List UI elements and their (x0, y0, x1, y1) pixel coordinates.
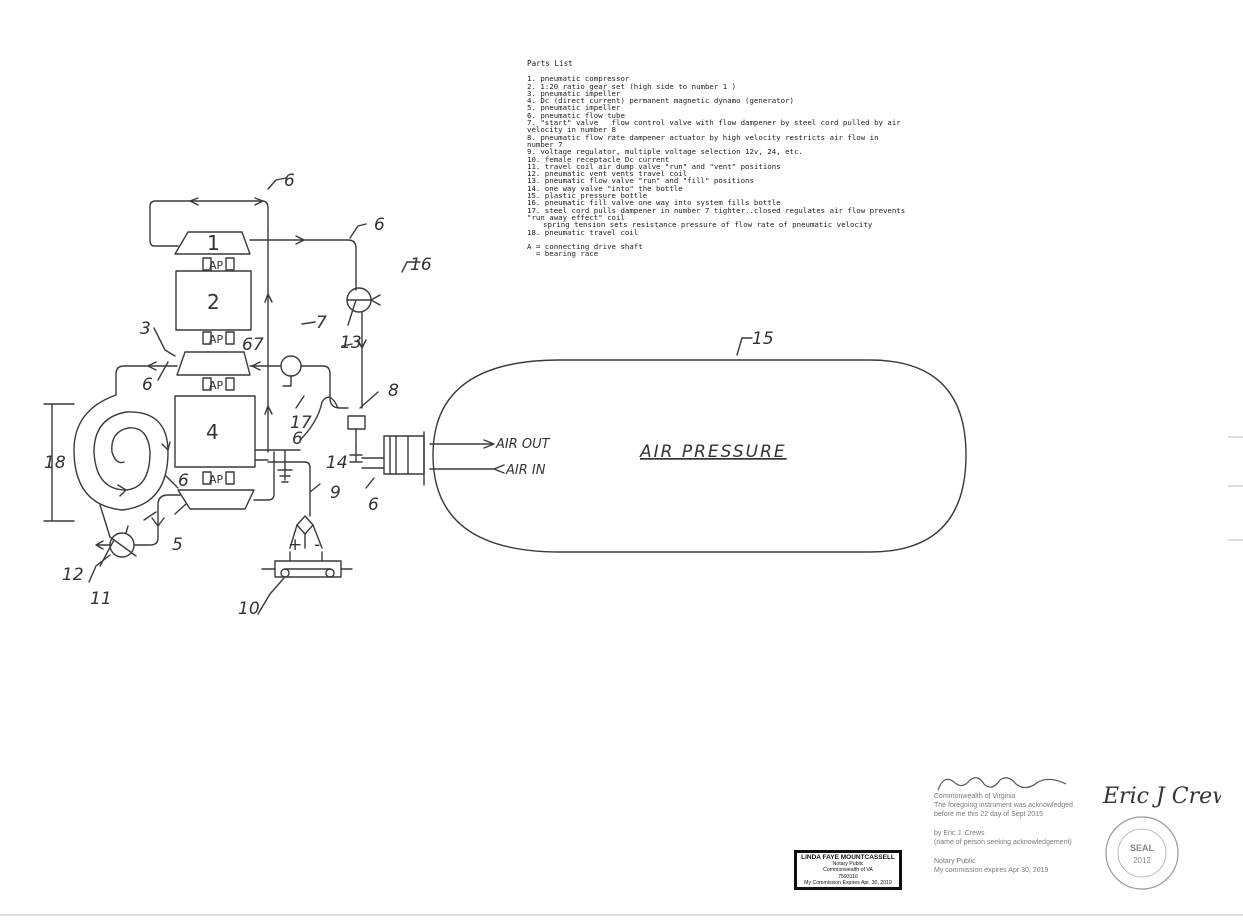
start-valve-7 (280, 355, 302, 377)
parts-list: Parts List 1. pneumatic compressor 2. 1:… (527, 59, 910, 259)
flow-tube-top (149, 200, 269, 247)
parts-item: 2. 1:20 ratio gear set (high side to num… (527, 81, 737, 91)
parts-item-sub: spring tension sets resistance pressure … (543, 220, 873, 230)
parts-item: 8. pneumatic flow rate dampener actuator… (527, 132, 883, 149)
parts-item: 3. pneumatic impeller (527, 88, 621, 98)
shaft-label-3: AP (209, 379, 224, 392)
parts-item: 14. one way valve "into" the bottle (527, 183, 683, 193)
callout-6-bottom: 6 (178, 471, 189, 491)
pressure-bottle-15 (432, 359, 967, 553)
callout-6-left: 6 (142, 375, 153, 395)
stamp-line: Commonwealth of VA (823, 867, 873, 874)
callout-7: 7 (316, 313, 327, 333)
parts-item: 1. pneumatic compressor (527, 74, 630, 84)
svg-text:Eric J Crews: Eric J Crews (1102, 784, 1221, 809)
parts-item: 9. voltage regulator, multiple voltage s… (527, 147, 803, 157)
travel-coil-18 (73, 394, 169, 511)
callout-6-low: 6 (368, 495, 379, 515)
stamp-line: 7593116 (838, 873, 858, 880)
callout-10: 10 (238, 599, 260, 619)
stamp-name: LINDA FAYE MOUNTCASSELL (801, 854, 895, 861)
terminal-minus: - (314, 535, 320, 555)
notary-line: Notary Public (934, 858, 976, 865)
gear-set-2 (175, 270, 252, 331)
parts-list-title: Parts List (527, 59, 573, 68)
shaft-label-4: AP (209, 473, 224, 486)
dampener-8 (347, 415, 366, 430)
parts-item: 15. plastic pressure bottle (527, 191, 648, 201)
notary-block: Commonwealth of Virginia The foregoing i… (934, 774, 1094, 875)
dynamo-4 (174, 395, 256, 468)
parts-item: 7. "start" valve flow control valve with… (527, 118, 906, 135)
legend-line: A = connecting drive shaft (527, 241, 643, 251)
callout-17: 17 (290, 413, 312, 433)
bottle-label: AIR PRESSURE (639, 442, 787, 462)
notary-line: by Eric J. Crews (934, 830, 985, 837)
label-4: 4 (206, 420, 219, 444)
notary-stamp: LINDA FAYE MOUNTCASSELL Notary Public Co… (794, 850, 902, 890)
svg-text:2012: 2012 (1133, 856, 1151, 865)
stamp-line: Notary Public (832, 861, 864, 868)
notary-line: before me this 22 day of Sept 2015 (934, 811, 1043, 818)
callout-12: 12 (62, 565, 84, 585)
voltage-regulator-9 (296, 515, 314, 535)
parts-item: 12. pneumatic vent vents travel coil (527, 169, 688, 179)
callout-3: 3 (140, 319, 151, 339)
parts-item: 4. Dc (direct current) permanent magneti… (527, 96, 794, 106)
notary-line: (name of person seeking acknowledgement) (934, 839, 1072, 846)
shaft-label-2: AP (209, 333, 224, 346)
air-in-label: AIR IN (505, 463, 546, 478)
parts-item: 16. pneumatic fill valve one way into sy… (527, 198, 781, 208)
impeller-5 (177, 489, 255, 510)
callout-6-mid: 6 (292, 429, 303, 449)
legend-line: = bearing race (527, 249, 599, 259)
shaft-label-1: AP (209, 259, 224, 272)
callout-5: 5 (172, 535, 183, 555)
callout-15: 15 (752, 329, 774, 349)
svg-text:SEAL: SEAL (1130, 843, 1155, 853)
callout-14: 14 (326, 453, 348, 473)
parts-item: 17. steel cord pulls dampener in number … (527, 205, 910, 222)
callout-8: 8 (388, 381, 399, 401)
stamp-line: My Commission Expires Apr. 30, 2019 (804, 879, 892, 886)
parts-item: 11. travel coil air dump valve "run" and… (527, 161, 781, 171)
callout-67: 67 (242, 335, 264, 355)
callout-6-top: 6 (284, 171, 295, 191)
notary-line: The foregoing instrument was acknowledge… (934, 802, 1073, 809)
label-2: 2 (207, 290, 220, 314)
parts-item: 18. pneumatic travel coil (527, 227, 639, 237)
callout-6-right: 6 (374, 215, 385, 235)
notary-line: My commission expires Apr 30, 2019 (934, 867, 1049, 874)
corporate-seal: SEAL 2012 (1105, 816, 1179, 890)
impeller-3 (176, 351, 251, 376)
notary-signature (937, 777, 1067, 791)
notary-line: Commonwealth of Virginia (934, 793, 1016, 800)
parts-legend: A = connecting drive shaft = bearing rac… (527, 241, 907, 259)
parts-item: 5. pneumatic impeller (527, 103, 621, 113)
parts-item: 10. female receptacle Dc current (527, 154, 670, 164)
callout-9: 9 (330, 483, 341, 503)
callout-18: 18 (44, 453, 66, 473)
terminal-plus: + (288, 535, 302, 555)
label-1: 1 (207, 231, 220, 255)
air-out-label: AIR OUT (495, 437, 551, 452)
signature-eric-crews: Eric J Crews (1102, 784, 1221, 809)
parts-item: 6. pneumatic flow tube (527, 110, 625, 120)
callout-11: 11 (90, 589, 112, 609)
parts-item: 13. pneumatic flow valve "run" and "fill… (527, 176, 754, 186)
compressor-1 (174, 231, 251, 255)
callout-13: 13 (340, 333, 362, 353)
callout-16: 16 (410, 255, 432, 275)
